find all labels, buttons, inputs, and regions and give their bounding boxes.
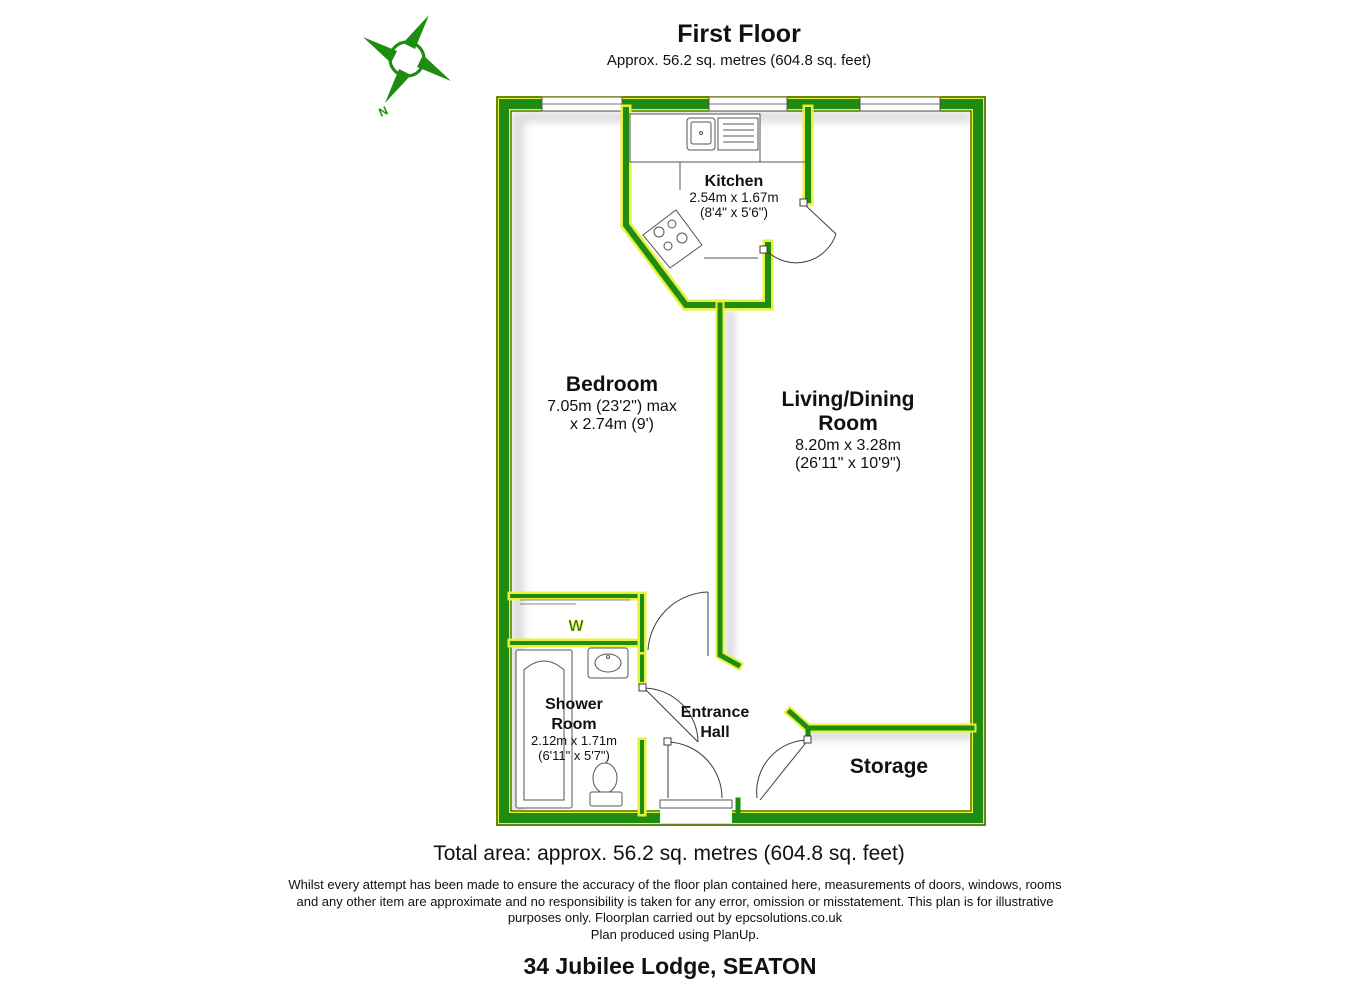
window bbox=[859, 96, 941, 112]
window bbox=[708, 96, 788, 112]
kitchen-metric: 2.54m x 1.67m bbox=[689, 190, 778, 205]
shower-metric: 2.12m x 1.71m bbox=[531, 733, 617, 748]
kitchen-fittings bbox=[629, 113, 808, 269]
floor-area-subtitle: Approx. 56.2 sq. metres (604.8 sq. feet) bbox=[606, 52, 872, 69]
disclaimer-line: Whilst every attempt has been made to en… bbox=[288, 877, 1062, 892]
toilet-icon bbox=[589, 762, 623, 807]
bath-icon bbox=[515, 649, 573, 809]
basin-icon bbox=[587, 647, 629, 679]
shower-name-line2: Room bbox=[551, 716, 596, 733]
shower-room-door bbox=[638, 683, 699, 743]
interior-walls bbox=[507, 104, 977, 817]
hall-name-line2: Hall bbox=[700, 724, 729, 741]
wardrobe: W bbox=[520, 599, 630, 635]
bedroom-imperial: x 2.74m (9') bbox=[570, 416, 654, 433]
windows bbox=[541, 96, 941, 823]
wardrobe-label: W bbox=[568, 618, 584, 635]
front-door bbox=[663, 737, 723, 799]
front-door-gap bbox=[659, 795, 733, 823]
compass-rose-icon: N bbox=[363, 15, 451, 120]
kitchen-name: Kitchen bbox=[705, 173, 764, 190]
kitchen-imperial: (8'4" x 5'6") bbox=[700, 205, 768, 220]
bedroom-door bbox=[647, 591, 709, 656]
property-address: 34 Jubilee Lodge, SEATON bbox=[523, 953, 817, 979]
window bbox=[541, 96, 623, 112]
hob-icon bbox=[642, 209, 703, 269]
drainer-icon bbox=[717, 117, 759, 151]
bedroom-name: Bedroom bbox=[566, 373, 658, 396]
disclaimer-line: Plan produced using PlanUp. bbox=[590, 926, 760, 942]
living-imperial: (26'11" x 10'9") bbox=[795, 455, 901, 472]
kitchen-door bbox=[759, 198, 837, 264]
storage-name: Storage bbox=[850, 755, 928, 778]
living-name-line1: Living/Dining bbox=[782, 388, 915, 411]
living-name-line2: Room bbox=[818, 412, 878, 435]
room-labels: Kitchen 2.54m x 1.67m (8'4" x 5'6") Bedr… bbox=[531, 173, 928, 778]
total-area: Total area: approx. 56.2 sq. metres (604… bbox=[433, 842, 905, 865]
doors bbox=[638, 198, 837, 801]
north-label: N bbox=[376, 103, 390, 119]
hall-name-line1: Entrance bbox=[681, 704, 750, 721]
shower-name-line1: Shower bbox=[545, 696, 603, 713]
shower-imperial: (6'11" x 5'7") bbox=[538, 748, 610, 763]
disclaimer-line: and any other item are approximate and n… bbox=[296, 893, 1054, 909]
living-metric: 8.20m x 3.28m bbox=[795, 437, 901, 454]
floor-title: First Floor bbox=[677, 20, 801, 48]
storage-door bbox=[756, 735, 812, 801]
shower-fittings bbox=[515, 647, 629, 809]
disclaimer-line: purposes only. Floorplan carried out by … bbox=[507, 910, 843, 925]
bedroom-metric: 7.05m (23'2") max bbox=[547, 398, 677, 415]
sink-icon bbox=[686, 117, 716, 151]
disclaimer: Whilst every attempt has been made to en… bbox=[200, 877, 1150, 943]
